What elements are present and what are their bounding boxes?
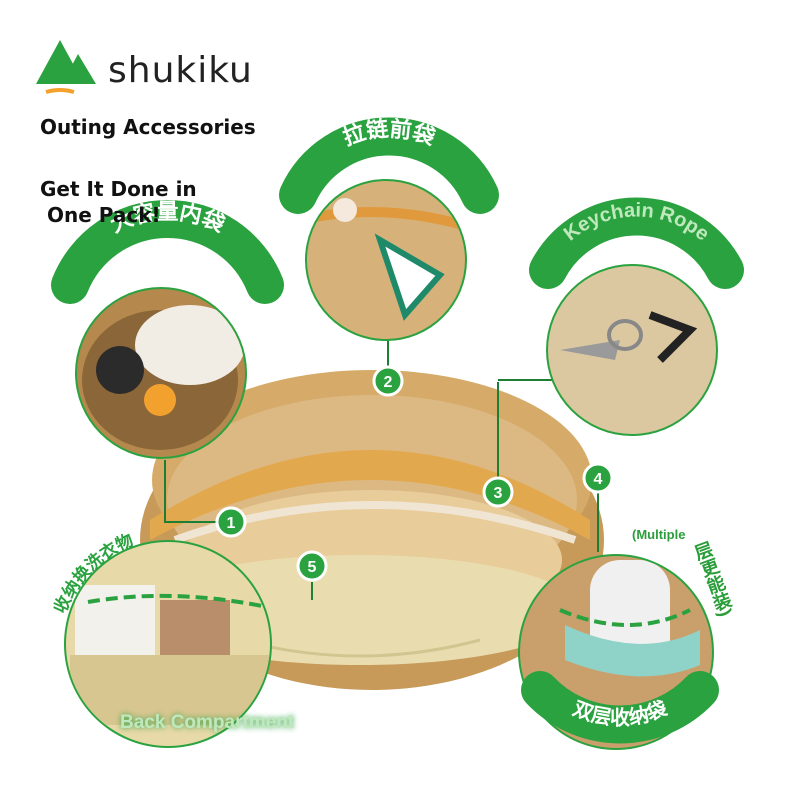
badge-1-number: 1	[227, 515, 236, 532]
badge-5-number: 5	[308, 559, 317, 576]
label-back-compartment: Back Compartment	[120, 712, 295, 733]
badge-5: 5	[296, 550, 328, 582]
badge-2: 2	[372, 365, 404, 397]
badge-4-number: 4	[594, 471, 603, 488]
badge-3-number: 3	[494, 485, 503, 502]
label-multiple: (Multiple	[632, 527, 686, 542]
banner-arcs	[51, 117, 744, 744]
badge-1: 1	[215, 506, 247, 538]
badge-3: 3	[482, 476, 514, 508]
callout-lines	[164, 340, 599, 600]
mountain-logo-icon	[36, 40, 96, 94]
detail-circle-3	[546, 264, 718, 436]
badge-2-number: 2	[384, 374, 393, 391]
headline-line2: Get It Done in One Pack!	[40, 177, 197, 227]
badge-4: 4	[582, 462, 614, 494]
headline-line1: Outing Accessories	[40, 115, 256, 139]
detail-circle-5	[64, 540, 272, 748]
detail-circle-1	[75, 287, 247, 459]
detail-circle-2	[305, 179, 467, 341]
brand-name: shukiku	[108, 50, 253, 91]
